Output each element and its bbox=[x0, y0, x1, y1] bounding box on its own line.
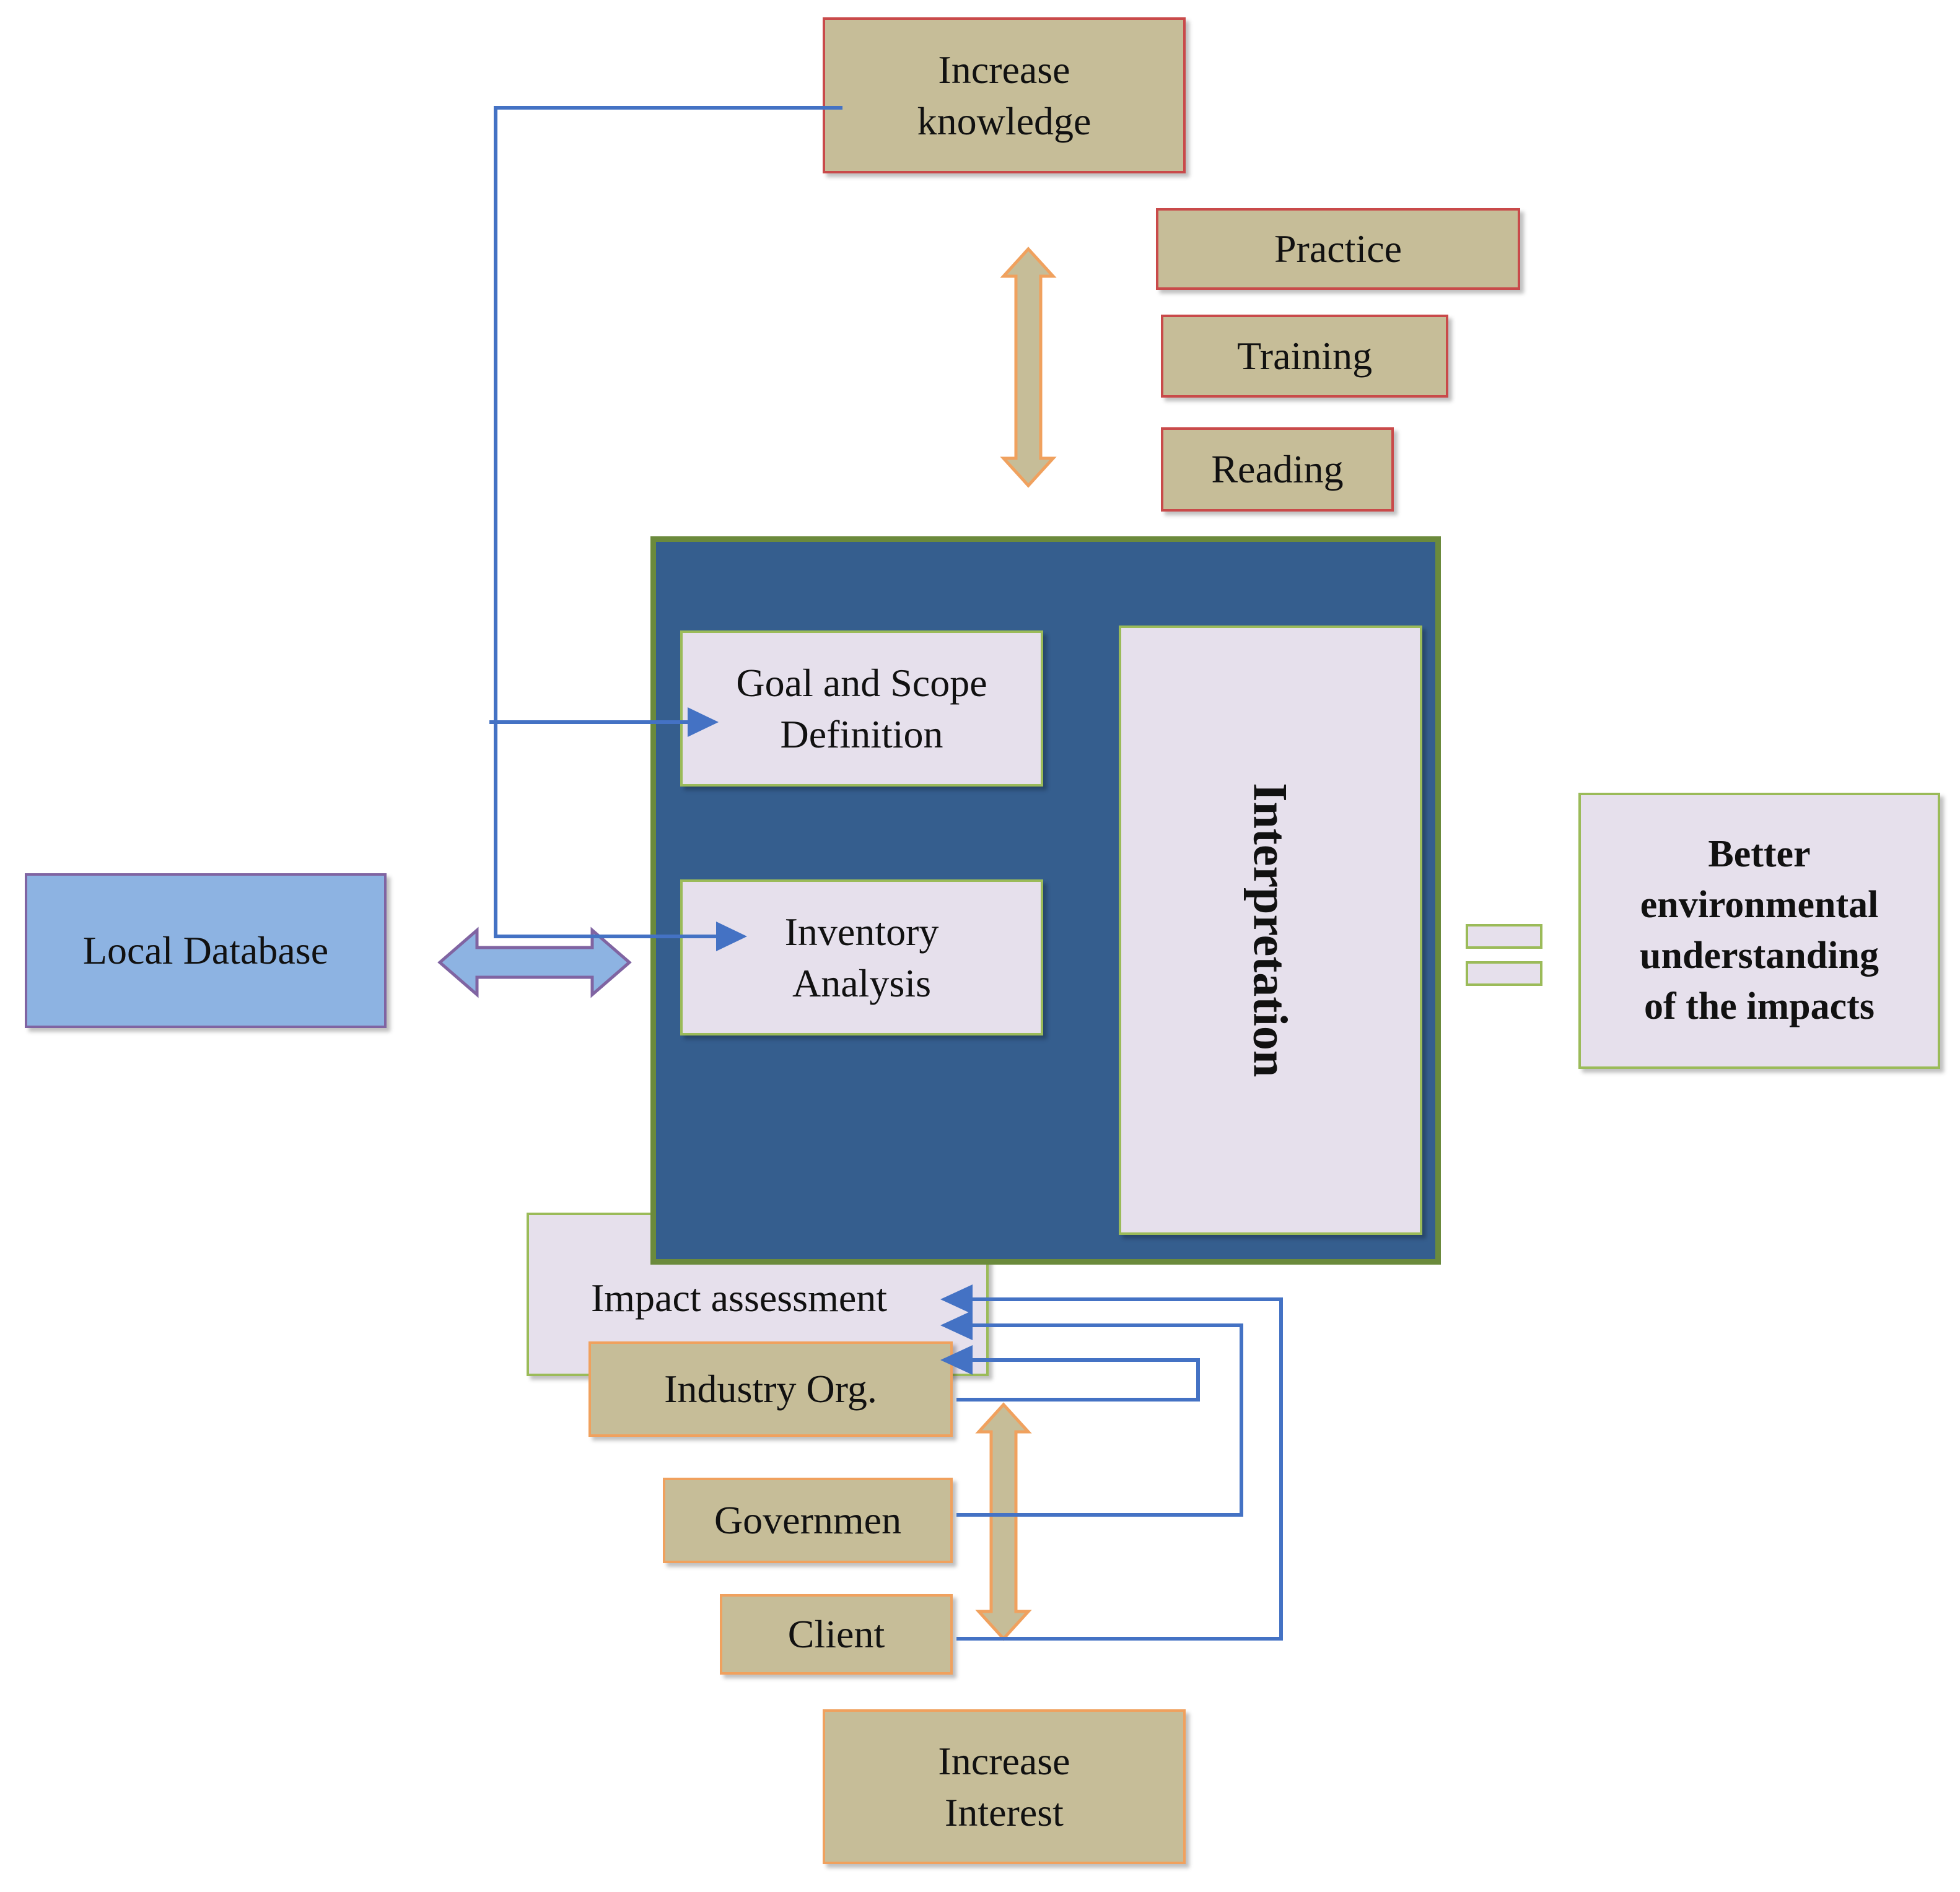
training-label: Training bbox=[1236, 334, 1373, 378]
impact-assessment-label: Impact assessment bbox=[590, 1276, 888, 1320]
increase-interest-box: Increase Interest bbox=[823, 1709, 1186, 1864]
knowledge-double-arrow bbox=[1000, 246, 1057, 488]
equals-bar-top bbox=[1466, 924, 1542, 949]
database-double-arrow bbox=[437, 926, 632, 998]
goal-scope-line2: Definition bbox=[780, 712, 943, 756]
inventory-line2: Analysis bbox=[792, 961, 931, 1005]
better-line4: of the impacts bbox=[1644, 985, 1875, 1027]
practice-box: Practice bbox=[1156, 208, 1520, 290]
inventory-arrowhead bbox=[716, 922, 747, 951]
better-line2: environmental bbox=[1640, 884, 1879, 926]
industry-org-box: Industry Org. bbox=[588, 1341, 953, 1437]
reading-box: Reading bbox=[1161, 427, 1394, 512]
client-arrowhead bbox=[940, 1284, 973, 1314]
goal-arrowhead bbox=[688, 707, 719, 737]
knowledge-connector-line bbox=[494, 106, 842, 938]
goal-scope-box: Goal and Scope Definition bbox=[680, 630, 1043, 787]
client-connector-line bbox=[956, 1297, 1283, 1641]
increase-interest-line2: Interest bbox=[945, 1790, 1064, 1834]
inventory-analysis-box: Inventory Analysis bbox=[680, 879, 1043, 1035]
better-understanding-box: Better environmental understanding of th… bbox=[1578, 793, 1940, 1069]
local-database-label: Local Database bbox=[82, 928, 329, 973]
increase-interest-line1: Increase bbox=[938, 1738, 1070, 1783]
increase-knowledge-line2: knowledge bbox=[917, 99, 1092, 143]
industry-org-label: Industry Org. bbox=[664, 1367, 877, 1411]
reading-label: Reading bbox=[1211, 447, 1344, 492]
equals-bar-bottom bbox=[1466, 961, 1542, 986]
increase-knowledge-box: Increase knowledge bbox=[823, 17, 1186, 173]
inventory-line1: Inventory bbox=[784, 909, 939, 954]
local-database-box: Local Database bbox=[25, 873, 387, 1028]
practice-label: Practice bbox=[1274, 227, 1402, 271]
better-line3: understanding bbox=[1640, 935, 1879, 977]
client-label: Client bbox=[787, 1612, 885, 1657]
industry-arrowhead bbox=[940, 1345, 973, 1375]
client-box: Client bbox=[720, 1594, 953, 1675]
government-label: Governmen bbox=[714, 1498, 902, 1543]
increase-knowledge-line1: Increase bbox=[938, 47, 1070, 92]
government-arrowhead bbox=[940, 1310, 973, 1340]
goal-scope-line1: Goal and Scope bbox=[736, 660, 987, 705]
interpretation-box: Interpretation bbox=[1119, 626, 1422, 1235]
better-line1: Better bbox=[1708, 833, 1811, 876]
industry-connector-line bbox=[956, 1358, 1200, 1402]
training-box: Training bbox=[1161, 315, 1448, 398]
government-box: Governmen bbox=[663, 1478, 953, 1563]
interest-double-arrow bbox=[975, 1402, 1032, 1641]
government-connector-line bbox=[956, 1323, 1243, 1517]
